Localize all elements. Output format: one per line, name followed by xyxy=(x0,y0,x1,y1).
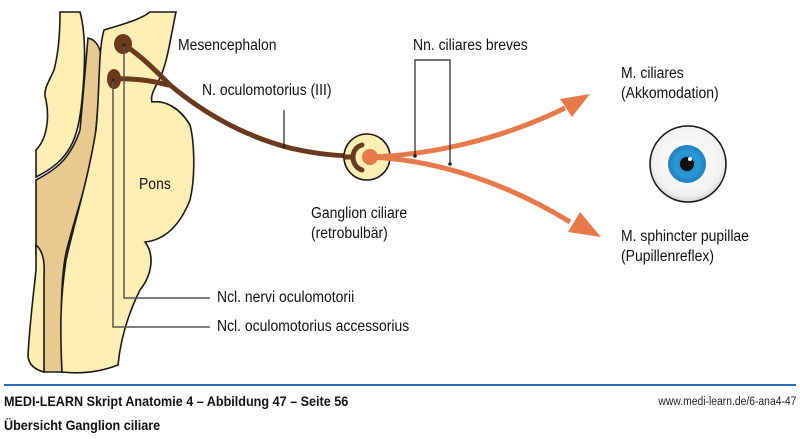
brainstem-left-lower xyxy=(27,243,45,374)
label-pons: Pons xyxy=(139,176,171,193)
footer-rule xyxy=(4,384,796,386)
label-m-sphincter-function: (Pupillenreflex) xyxy=(621,248,715,265)
nerve-to-m-sphincter xyxy=(369,154,572,225)
arrow-head-icon xyxy=(560,94,590,117)
label-ncl-nervi-oculomotorii: Ncl. nervi oculomotorii xyxy=(217,289,355,306)
label-m-ciliares: M. ciliares xyxy=(621,65,684,82)
footer-source: MEDI-LEARN Skript Anatomie 4 – Abbildung… xyxy=(4,393,349,409)
eyeball-icon xyxy=(649,125,727,203)
label-ganglion-ciliare: Ganglion ciliare xyxy=(311,205,408,222)
footer-url-link[interactable]: www.medi-learn.de/6-ana4-47 xyxy=(657,396,796,408)
label-ncl-oculomotorius-accessorius: Ncl. oculomotorius accessorius xyxy=(217,318,410,335)
ganglion-ciliare-diagram xyxy=(27,11,727,374)
label-mesencephalon: Mesencephalon xyxy=(178,37,277,54)
arrow-head-icon xyxy=(568,212,601,237)
label-m-sphincter: M. sphincter pupillae xyxy=(621,228,749,245)
leader-nn-ciliares-breves xyxy=(414,59,451,164)
leader-ncl-accessorius xyxy=(112,80,210,328)
leader-ncl-nervi xyxy=(123,45,210,299)
label-nn-ciliares-breves: Nn. ciliares breves xyxy=(413,37,528,54)
brainstem-left-strip xyxy=(35,11,86,179)
label-ganglion-location: (retrobulbär) xyxy=(311,225,388,242)
nerve-oculomotorius xyxy=(120,41,359,159)
nerve-to-m-ciliares xyxy=(369,105,567,160)
nerve-accessorius-branch xyxy=(111,76,171,88)
label-n-oculomotorius: N. oculomotorius (III) xyxy=(202,82,332,99)
footer-caption: Übersicht Ganglion ciliare xyxy=(4,417,161,433)
label-m-ciliares-function: (Akkomodation) xyxy=(621,85,719,102)
